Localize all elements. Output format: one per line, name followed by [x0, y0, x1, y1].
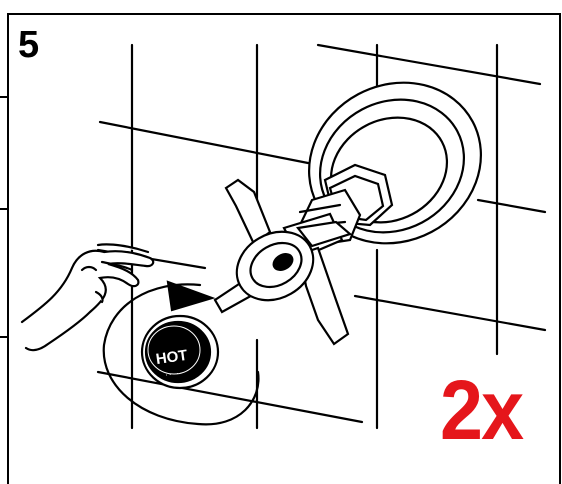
cross-handle: [213, 178, 353, 346]
hot-cap-label: HOT: [155, 347, 189, 368]
margin-tick: [0, 208, 8, 210]
step-number: 5: [18, 24, 40, 66]
detail-circle: [102, 283, 260, 426]
frame-left-border: [7, 13, 9, 484]
hot-cap-brand-mark: · · · · ·: [165, 371, 182, 379]
margin-tick: [0, 96, 8, 98]
hand-icon: [20, 243, 155, 352]
quantity-callout: 2x: [440, 363, 524, 457]
frame-right-border: [559, 13, 561, 484]
hot-cap-icon: [140, 314, 220, 390]
frame-top-border: [7, 13, 561, 15]
margin-tick: [0, 336, 8, 338]
arrow-icon: [166, 280, 216, 312]
